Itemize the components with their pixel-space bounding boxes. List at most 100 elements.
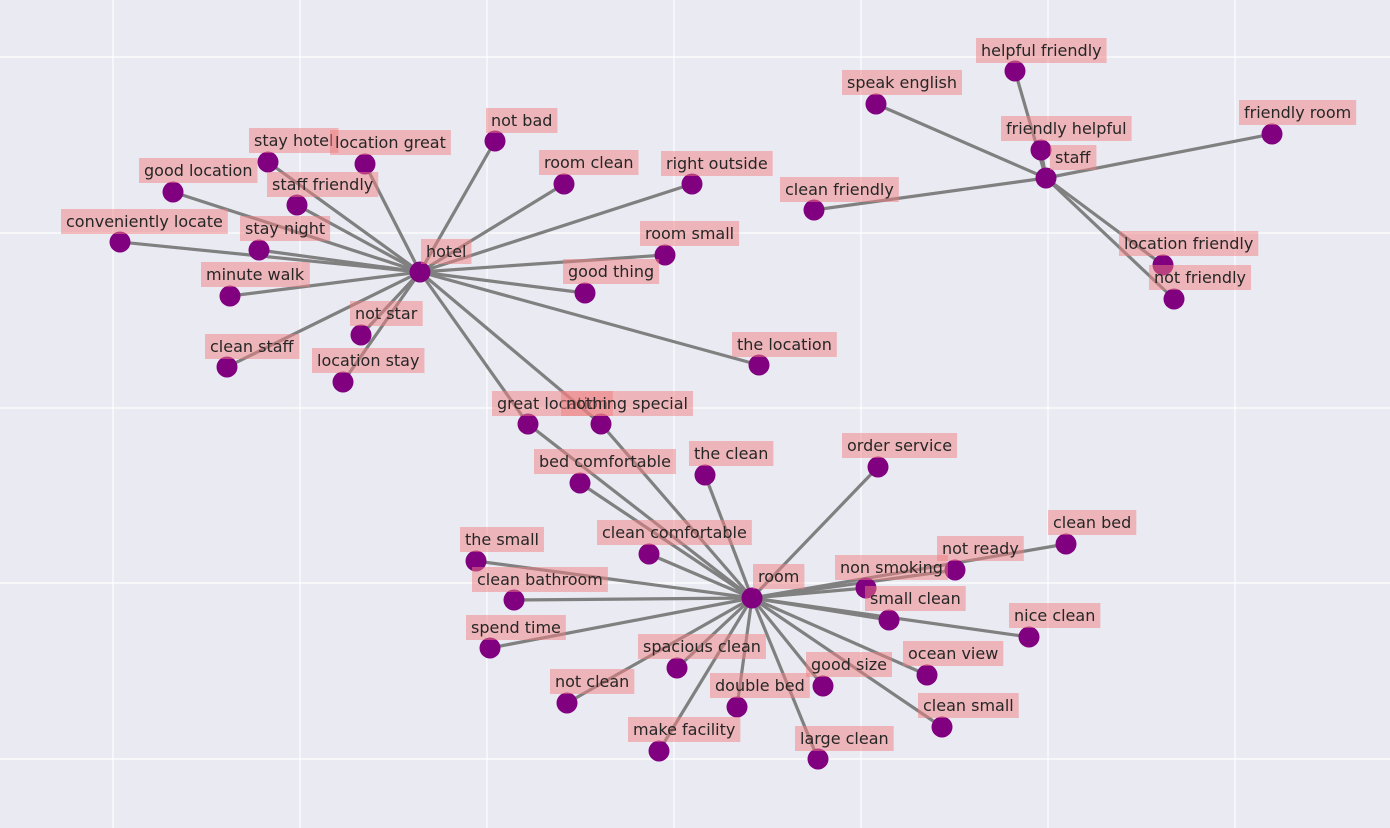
edge-hotel-the-location xyxy=(419,270,760,367)
node-clean-small xyxy=(931,716,953,738)
node-bed-comfortable xyxy=(569,472,591,494)
label-text: large clean xyxy=(800,729,889,748)
label-staff: staff xyxy=(1050,145,1097,170)
label-text: order service xyxy=(847,436,952,455)
edge-room-clean-bathroom xyxy=(513,596,753,602)
label-box xyxy=(1048,510,1137,535)
label-text: stay night xyxy=(245,219,325,238)
label-clean-staff: clean staff xyxy=(205,334,300,359)
label-box xyxy=(1050,145,1097,170)
label-not-bad: not bad xyxy=(486,108,558,133)
label-box xyxy=(710,673,810,698)
edge-hotel-good-thing xyxy=(419,270,586,295)
edge-room-clean-comfortable xyxy=(648,552,753,600)
label-nothing-special: nothing special xyxy=(561,391,693,416)
node-location-stay xyxy=(332,371,354,393)
edge-staff-speak-english xyxy=(875,102,1047,180)
label-friendly-helpful: friendly helpful xyxy=(1001,116,1132,141)
label-box xyxy=(312,348,425,373)
label-box xyxy=(1001,116,1132,141)
label-text: the location xyxy=(737,335,832,354)
label-text: good location xyxy=(144,161,252,180)
label-text: the small xyxy=(465,530,539,549)
label-box xyxy=(139,158,258,183)
label-location-great: location great xyxy=(330,130,451,155)
label-box xyxy=(201,262,310,287)
node-not-bad xyxy=(484,130,506,152)
node-good-thing xyxy=(574,282,596,304)
label-clean-comfortable: clean comfortable xyxy=(597,520,752,545)
label-box xyxy=(1239,100,1357,125)
label-box xyxy=(460,527,544,552)
node-stay-night xyxy=(248,239,270,261)
label-helpful-friendly: helpful friendly xyxy=(976,38,1107,63)
node-friendly-room xyxy=(1261,123,1283,145)
edge-staff-friendly-room xyxy=(1045,132,1273,180)
label-text: location friendly xyxy=(1124,234,1253,253)
label-text: location great xyxy=(335,133,446,152)
label-text: staff xyxy=(1055,148,1091,167)
node-staff-friendly xyxy=(286,194,308,216)
label-text: helpful friendly xyxy=(981,41,1102,60)
node-room-small xyxy=(654,244,676,266)
label-box xyxy=(842,433,958,458)
node-the-location xyxy=(748,354,770,376)
label-text: friendly helpful xyxy=(1006,119,1127,138)
node-helpful-friendly xyxy=(1004,60,1026,82)
node-clean-staff xyxy=(216,356,238,378)
label-box xyxy=(472,567,608,592)
label-box xyxy=(640,221,740,246)
label-not-clean: not clean xyxy=(550,669,635,694)
node-friendly-helpful xyxy=(1030,139,1052,161)
label-large-clean: large clean xyxy=(795,726,894,751)
label-text: speak english xyxy=(847,73,957,92)
label-location-friendly: location friendly xyxy=(1119,231,1259,256)
label-stay-night: stay night xyxy=(240,216,331,241)
label-box xyxy=(689,441,774,466)
label-box xyxy=(918,693,1019,718)
edge-hotel-minute-walk xyxy=(229,270,421,298)
label-box xyxy=(628,717,741,742)
label-text: clean bathroom xyxy=(477,570,603,589)
label-box xyxy=(205,334,300,359)
label-box xyxy=(486,108,558,133)
label-make-facility: make facility xyxy=(628,717,741,742)
label-box xyxy=(842,70,962,95)
node-clean-bed xyxy=(1055,533,1077,555)
label-text: bed comfortable xyxy=(539,452,671,471)
label-text: friendly room xyxy=(1244,103,1351,122)
label-box xyxy=(267,172,379,197)
node-not-clean xyxy=(556,692,578,714)
label-good-size: good size xyxy=(806,652,892,677)
label-text: clean comfortable xyxy=(602,523,747,542)
node-clean-friendly xyxy=(803,199,825,221)
label-clean-bathroom: clean bathroom xyxy=(472,567,608,592)
node-clean-comfortable xyxy=(638,543,660,565)
label-box xyxy=(561,391,693,416)
node-spacious-clean xyxy=(666,657,688,679)
node-large-clean xyxy=(807,748,829,770)
label-double-bed: double bed xyxy=(710,673,810,698)
label-box xyxy=(61,209,228,234)
label-text: location stay xyxy=(317,351,419,370)
label-box xyxy=(240,216,331,241)
label-box xyxy=(534,449,676,474)
label-room-small: room small xyxy=(640,221,740,246)
label-box xyxy=(806,652,892,677)
label-box xyxy=(550,669,635,694)
label-text: clean staff xyxy=(210,337,295,356)
label-box xyxy=(1119,231,1259,256)
edge-room-non-smoking xyxy=(751,586,867,600)
node-speak-english xyxy=(865,93,887,115)
label-hotel: hotel xyxy=(421,239,472,264)
label-not-ready: not ready xyxy=(937,536,1024,561)
label-text: room small xyxy=(645,224,734,243)
label-text: right outside xyxy=(666,154,768,173)
label-text: double bed xyxy=(715,676,805,695)
node-nice-clean xyxy=(1018,626,1040,648)
label-text: room clean xyxy=(544,153,634,172)
label-box xyxy=(865,586,966,611)
label-friendly-room: friendly room xyxy=(1239,100,1357,125)
node-the-clean xyxy=(694,464,716,486)
node-good-size xyxy=(812,675,834,697)
